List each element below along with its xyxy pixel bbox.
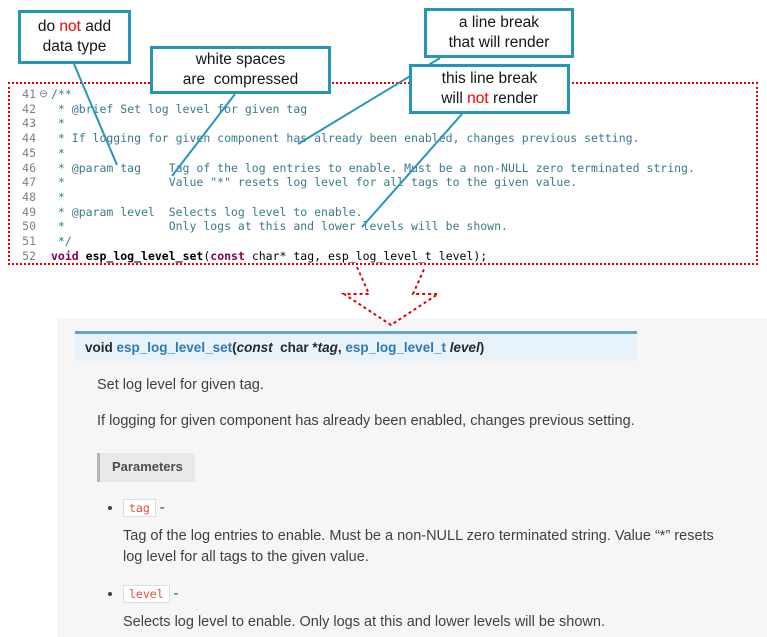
line-number: 43 bbox=[22, 116, 36, 131]
code-text: * bbox=[51, 145, 65, 160]
code-line: 49 * @param level Selects log level to e… bbox=[12, 205, 756, 220]
param-description: Tag of the log entries to enable. Must b… bbox=[123, 527, 714, 565]
sig-type1: char * bbox=[276, 340, 318, 355]
callout-text: this line break will not render bbox=[441, 69, 538, 107]
emphasis-not: not bbox=[467, 90, 489, 107]
code-line: 44 * If logging for given component has … bbox=[12, 131, 756, 146]
fold-column bbox=[36, 146, 51, 161]
emphasis-not: not bbox=[59, 17, 81, 35]
code-text: * @brief Set log level for given tag bbox=[51, 101, 308, 116]
function-name: esp_log_level_set bbox=[85, 248, 204, 263]
param-dash: - bbox=[169, 585, 179, 602]
fold-minus-icon[interactable]: ⊖ bbox=[39, 88, 48, 100]
code-line: 46 * @param tag Tag of the log entries t… bbox=[12, 161, 756, 176]
code-text: /** bbox=[51, 87, 72, 101]
param-name-chip: tag bbox=[123, 498, 156, 517]
line-number: 45 bbox=[22, 145, 36, 160]
code-line: 48 * bbox=[12, 190, 756, 205]
fold-column bbox=[36, 102, 51, 117]
sig-type2[interactable]: esp_log_level_t bbox=[345, 340, 450, 355]
code-text: void esp_log_level_set(const char* tag, … bbox=[51, 249, 487, 264]
line-number: 50 bbox=[22, 219, 36, 234]
function-signature: void esp_log_level_set(const char *tag, … bbox=[75, 331, 637, 361]
fold-column bbox=[36, 234, 51, 249]
code-line: 50 * Only logs at this and lower levels … bbox=[12, 219, 756, 234]
param-item: level - Selects log level to enable. Onl… bbox=[123, 584, 747, 633]
line-number: 41 bbox=[22, 87, 36, 101]
callout-linebreak-norender: this line break will not render bbox=[409, 64, 570, 114]
code-text: * Only logs at this and lower levels wil… bbox=[51, 219, 508, 234]
declaration-rest: char* tag, esp_log_level_t level); bbox=[244, 248, 488, 263]
parameters-label: Parameters bbox=[97, 453, 195, 482]
code-line: 45 * bbox=[12, 146, 756, 161]
code-line: 41 ⊖ /** bbox=[12, 87, 756, 102]
detail-text: If logging for given component has alrea… bbox=[97, 413, 635, 430]
code-text: * @param level Selects log level to enab… bbox=[51, 204, 363, 219]
param-item: tag - Tag of the log entries to enable. … bbox=[123, 498, 747, 568]
callout-no-datatype: do not add data type bbox=[18, 10, 131, 64]
code-text: * bbox=[51, 189, 65, 204]
param-dash: - bbox=[155, 499, 165, 516]
line-number: 52 bbox=[22, 248, 36, 263]
code-line: 47 * Value "*" resets log level for all … bbox=[12, 175, 756, 190]
line-number: 47 bbox=[22, 175, 36, 190]
code-text: */ bbox=[51, 234, 72, 249]
sig-keyword: void bbox=[85, 340, 117, 355]
line-number: 49 bbox=[22, 204, 36, 219]
fold-column bbox=[36, 249, 51, 264]
fold-column bbox=[36, 131, 51, 146]
code-line: 42 * @brief Set log level for given tag bbox=[12, 102, 756, 117]
fold-column bbox=[36, 219, 51, 234]
fold-column bbox=[36, 190, 51, 205]
line-number: 44 bbox=[22, 131, 36, 146]
line-number: 51 bbox=[22, 234, 36, 249]
brief-text: Set log level for given tag. bbox=[97, 377, 264, 393]
fold-column bbox=[36, 175, 51, 190]
callout-text: do not add data type bbox=[37, 17, 112, 55]
sig-param2: level bbox=[449, 340, 480, 355]
code-line-declaration: 52 void esp_log_level_set(const char* ta… bbox=[12, 249, 756, 264]
fold-column bbox=[36, 205, 51, 220]
function-description: Set log level for given tag. If logging … bbox=[97, 375, 747, 633]
sig-function-name: esp_log_level_set bbox=[116, 340, 233, 355]
paren: ( bbox=[203, 248, 211, 263]
line-number: 42 bbox=[22, 101, 36, 116]
keyword-const: const bbox=[210, 248, 245, 263]
param-description: Selects log level to enable. Only logs a… bbox=[123, 613, 605, 630]
big-down-arrow-icon bbox=[340, 266, 442, 327]
param-name-chip: level bbox=[123, 584, 170, 603]
sig-const: const bbox=[236, 340, 277, 355]
code-text: * Value "*" resets log level for all tag… bbox=[51, 175, 578, 190]
fold-column bbox=[36, 161, 51, 176]
line-number: 48 bbox=[22, 189, 36, 204]
code-text: * @param tag Tag of the log entries to e… bbox=[51, 160, 695, 175]
keyword-void: void bbox=[51, 248, 79, 263]
code-line: 43 * bbox=[12, 116, 756, 131]
line-number: 46 bbox=[22, 160, 36, 175]
rendered-docs-panel: void esp_log_level_set(const char *tag, … bbox=[57, 318, 767, 637]
code-text: * If logging for given component has alr… bbox=[51, 131, 640, 146]
code-text: * bbox=[51, 116, 65, 131]
code-line: 51 */ bbox=[12, 234, 756, 249]
callout-linebreak-render: a line break that will render bbox=[424, 8, 574, 58]
fold-column bbox=[36, 116, 51, 131]
callout-text: a line break that will render bbox=[448, 13, 550, 51]
parameters-list: tag - Tag of the log entries to enable. … bbox=[97, 498, 747, 633]
callout-text: white spaces are compressed bbox=[182, 50, 299, 88]
code-editor: 41 ⊖ /** 42 * @brief Set log level for g… bbox=[8, 82, 758, 265]
sig-param1: tag bbox=[317, 340, 338, 355]
callout-whitespace: white spaces are compressed bbox=[150, 46, 331, 94]
